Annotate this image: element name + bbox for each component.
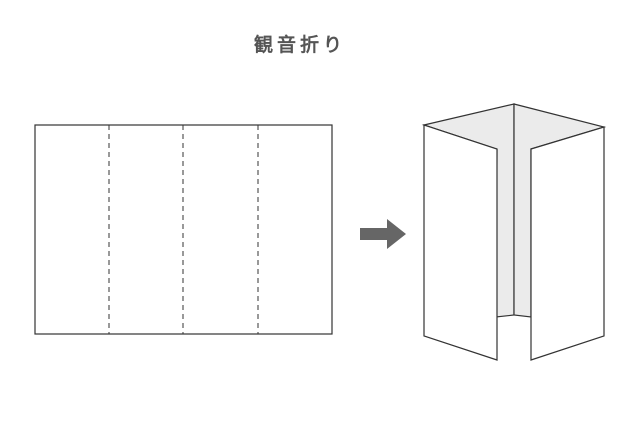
right-arrow-icon bbox=[360, 219, 406, 249]
flat-sheet bbox=[34, 124, 333, 335]
diagram-title: 観音折り bbox=[253, 34, 346, 56]
front-flap-right bbox=[530, 126, 605, 361]
front-flap-left bbox=[423, 124, 498, 361]
folded-sheet bbox=[421, 103, 607, 361]
